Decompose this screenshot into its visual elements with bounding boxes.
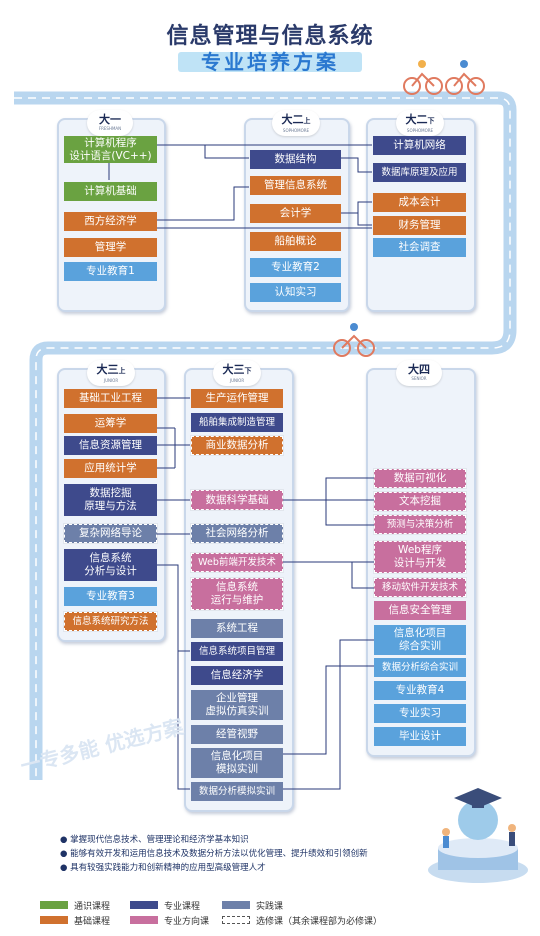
course-web-programming: Web程序 设计与开发 (373, 540, 467, 574)
course-business-data-analysis: 商业数据分析 (190, 435, 284, 456)
year-en-senior: SENIOR (411, 376, 427, 381)
course-production-operations: 生产运作管理 (191, 389, 283, 408)
course-ship-manufacturing-mgmt: 船舶集成制造管理 (191, 413, 283, 432)
year-en-sophomore-first: SOPHOMORE (282, 128, 310, 133)
term-badge-junior-second: 下 (244, 367, 252, 375)
cloud-sophomore-first: 大二上 SOPHOMORE (272, 110, 320, 136)
course-cost-accounting: 成本会计 (373, 193, 466, 212)
legend-label-basic: 基础课程 (74, 917, 111, 927)
course-applied-statistics: 应用统计学 (64, 459, 157, 478)
legend-label-practice: 实践课 (256, 902, 284, 912)
term-badge-first: 上 (303, 117, 311, 125)
course-accounting: 会计学 (250, 204, 341, 223)
course-computer-basics: 计算机基础 (64, 182, 157, 201)
year-label-senior: 大四 (408, 363, 430, 376)
page-subtitle: 专业培养方案 (201, 50, 339, 74)
year-en-junior-second: JUNIOR (229, 378, 245, 383)
legend-swatch-direction (130, 916, 158, 924)
course-data-visualization: 数据可视化 (373, 468, 467, 489)
legend-label-elective: 选修课（其余课程部为必修课） (256, 917, 383, 927)
course-data-science-basics: 数据科学基础 (190, 489, 284, 511)
goal-2: ● 能够有效开发和运用信息技术及数据分析方法以优化管理、提升绩效和引领创新 (60, 849, 368, 859)
course-data-mining: 数据挖掘 原理与方法 (64, 484, 157, 516)
cyclist-illustration (333, 323, 375, 357)
course-management: 管理学 (64, 238, 157, 257)
course-social-network-analysis: 社会网络分析 (190, 523, 284, 544)
course-data-analysis-sim: 数据分析模拟实训 (191, 782, 283, 801)
term-badge-junior-first: 上 (118, 367, 126, 375)
course-prof-edu-2: 专业教育2 (250, 258, 341, 277)
course-info-security: 信息安全管理 (374, 601, 466, 620)
year-label-junior-second: 大三 (222, 363, 245, 376)
legend-swatch-practice (222, 901, 250, 909)
course-prof-edu-1: 专业教育1 (64, 262, 157, 281)
year-label-sophomore-second: 大二 (405, 113, 428, 126)
course-web-frontend: Web前端开发技术 (190, 552, 284, 573)
legend-label-major: 专业课程 (164, 902, 201, 912)
cyclists-illustration (403, 60, 485, 95)
cloud-senior: 大四 SENIOR (396, 360, 442, 386)
course-operations-research: 运筹学 (64, 414, 157, 433)
subtitle-banner (178, 52, 362, 72)
course-social-survey: 社会调查 (373, 238, 466, 257)
course-graduation-project: 毕业设计 (374, 727, 466, 746)
year-label-freshman: 大一 (99, 113, 121, 126)
course-programming-vc: 计算机程序 设计语言(VC++) (64, 136, 157, 163)
course-data-structures: 数据结构 (250, 150, 341, 169)
course-forecasting-decision: 预测与决策分析 (373, 514, 467, 535)
course-economics-vision: 经管视野 (191, 725, 283, 744)
legend-swatch-major (130, 901, 158, 909)
cloud-freshman: 大一 FRESHMAN (87, 110, 133, 136)
course-database: 数据库原理及应用 (373, 163, 466, 182)
year-en-junior-first: JUNIOR (103, 378, 119, 383)
legend-label-general: 通识课程 (74, 902, 111, 912)
page-title: 信息管理与信息系统 (166, 24, 374, 49)
year-label-sophomore-first: 大二 (281, 113, 304, 126)
legend-label-direction: 专业方向课 (164, 917, 210, 927)
term-badge-second: 下 (427, 117, 435, 125)
course-text-mining: 文本挖掘 (373, 491, 467, 512)
cloud-junior-first: 大三上 JUNIOR (87, 360, 135, 386)
course-prof-edu-3: 专业教育3 (64, 587, 157, 606)
legend-swatch-elective (222, 916, 250, 924)
course-info-economics: 信息经济学 (191, 666, 283, 685)
course-info-project-comprehensive: 信息化项目 综合实训 (374, 625, 466, 655)
course-enterprise-sim: 企业管理 虚拟仿真实训 (191, 690, 283, 720)
course-cognition-practice: 认知实习 (250, 283, 341, 302)
course-is-operation-maintenance: 信息系统 运行与维护 (190, 577, 284, 611)
course-prof-edu-4: 专业教育4 (374, 681, 466, 700)
course-mobile-development: 移动软件开发技术 (373, 577, 467, 598)
course-info-project-sim: 信息化项目 模拟实训 (191, 748, 283, 778)
course-data-analysis-comprehensive: 数据分析综合实训 (374, 658, 466, 677)
legend-swatch-general (40, 901, 68, 909)
course-mis: 管理信息系统 (250, 176, 341, 195)
course-complex-networks: 复杂网络导论 (63, 523, 158, 544)
course-is-project-mgmt: 信息系统项目管理 (191, 642, 283, 661)
course-systems-engineering: 系统工程 (191, 619, 283, 638)
year-en-freshman: FRESHMAN (98, 126, 122, 131)
year-en-sophomore-second: SOPHOMORE (406, 128, 434, 133)
course-ship-intro: 船舶概论 (250, 232, 341, 251)
cloud-junior-second: 大三下 JUNIOR (213, 360, 261, 386)
course-computer-network: 计算机网络 (373, 136, 466, 155)
course-system-analysis-design: 信息系统 分析与设计 (64, 549, 157, 581)
year-label-junior-first: 大三 (96, 363, 119, 376)
course-is-research-methods: 信息系统研究方法 (63, 611, 158, 632)
course-industrial-engineering: 基础工业工程 (64, 389, 157, 408)
goal-3: ● 具有较强实践能力和创新精神的应用型高级管理人才 (60, 863, 266, 873)
course-western-economics: 西方经济学 (64, 212, 157, 231)
course-financial-management: 财务管理 (373, 216, 466, 235)
graduation-illustration (428, 788, 528, 883)
goal-1: ● 掌握现代信息技术、管理理论和经济学基本知识 (60, 835, 249, 845)
legend-swatch-basic (40, 916, 68, 924)
cloud-sophomore-second: 大二下 SOPHOMORE (396, 110, 444, 136)
course-internship: 专业实习 (374, 704, 466, 723)
course-info-resource-mgmt: 信息资源管理 (64, 436, 157, 455)
